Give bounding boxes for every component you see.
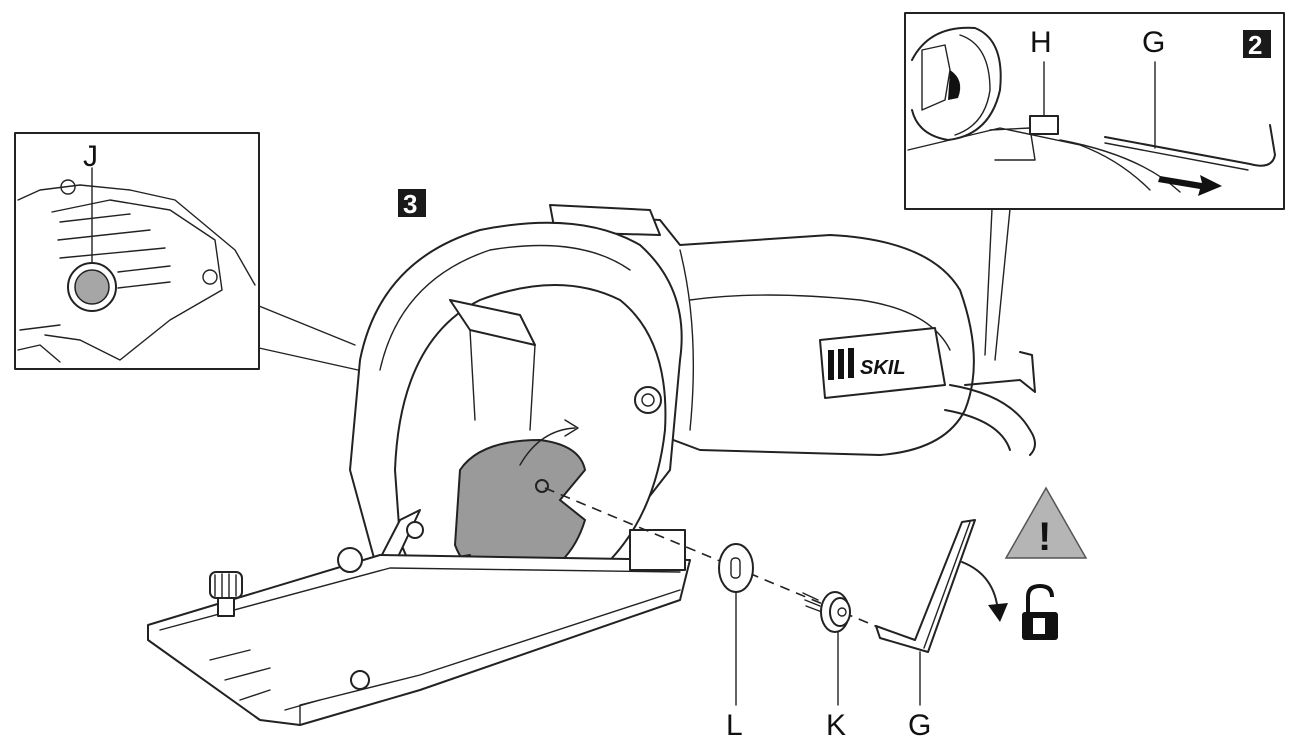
direction-arrow-icon xyxy=(1158,175,1222,196)
callout-line-j xyxy=(258,305,359,371)
svg-text:3: 3 xyxy=(403,189,417,219)
hex-key-g: G xyxy=(875,519,976,742)
depth-knob xyxy=(634,386,662,414)
label-j: J xyxy=(83,140,98,173)
bolt-k: K xyxy=(802,591,851,742)
circular-saw: SKIL xyxy=(147,204,1036,726)
label-k: K xyxy=(826,709,846,742)
rotation-arrow-icon xyxy=(961,561,1008,622)
label-g-bottom: G xyxy=(908,709,931,742)
step-badge-3: 3 xyxy=(398,189,426,219)
unlock-padlock-icon xyxy=(1022,583,1058,640)
step-badge-2 xyxy=(1243,30,1271,58)
brand-badge: SKIL xyxy=(819,327,946,399)
label-h: H xyxy=(1030,26,1052,59)
svg-text:2: 2 xyxy=(1248,30,1262,60)
blade-rotation-arrow-icon xyxy=(519,427,576,466)
washer-l: L xyxy=(718,543,754,742)
warning-mark: ! xyxy=(1038,515,1051,559)
base-lock-knob xyxy=(209,571,243,617)
inset-detail-j: J xyxy=(14,132,260,370)
blade-arbor-hole xyxy=(535,479,549,493)
label-l: L xyxy=(726,709,743,742)
spindle-lock-button xyxy=(74,269,110,305)
inset-detail-hg: H G 2 xyxy=(904,12,1285,210)
base-plate xyxy=(147,554,691,726)
label-g-inset: G xyxy=(1142,26,1165,59)
warning-triangle-icon: ! xyxy=(1004,486,1088,559)
callout-line-hg xyxy=(984,208,1011,361)
brand-name: SKIL xyxy=(860,357,906,379)
